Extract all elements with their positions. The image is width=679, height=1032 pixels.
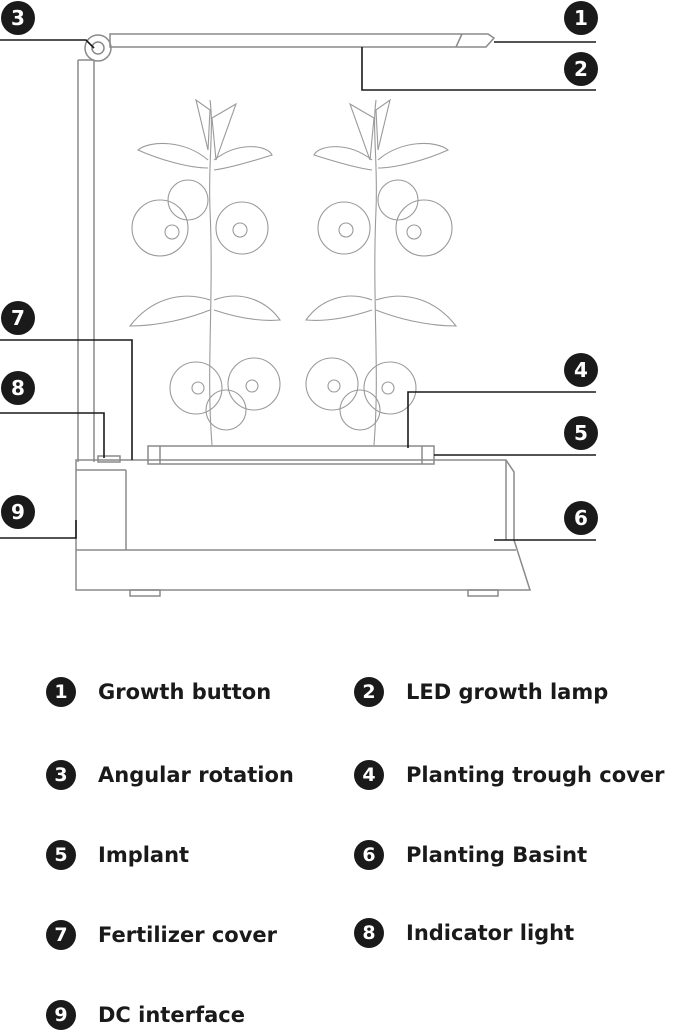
legend-badge: 9 [46, 1000, 76, 1030]
legend-label: Growth button [98, 680, 272, 704]
rotation-joint [84, 34, 112, 62]
legend-label: Implant [98, 843, 190, 867]
leader-2 [361, 47, 596, 91]
legend-badge: 8 [354, 918, 384, 948]
svg-text:6: 6 [574, 506, 588, 530]
legend-item-9: 9 DC interface [46, 998, 245, 1032]
leader-7 [0, 339, 133, 460]
legend-badge: 5 [46, 840, 76, 870]
legend-label: Planting Basint [406, 843, 588, 867]
svg-text:4: 4 [574, 358, 588, 382]
svg-text:8: 8 [11, 376, 25, 400]
legend-item-6: 6 Planting Basint [354, 838, 587, 872]
callout-badge-8: 8 [1, 371, 35, 405]
legend-item-2: 2 LED growth lamp [354, 675, 608, 709]
plant-right [304, 98, 458, 446]
legend-label: LED growth lamp [406, 680, 609, 704]
legend-badge: 2 [354, 677, 384, 707]
legend-label: Fertilizer cover [98, 923, 278, 947]
svg-text:7: 7 [11, 306, 25, 330]
svg-text:2: 2 [574, 57, 588, 81]
legend-label: Angular rotation [98, 763, 294, 787]
legend-badge: 6 [354, 840, 384, 870]
leader-lines [0, 39, 596, 541]
plant-left [128, 98, 282, 446]
legend-item-8: 8 Indicator light [354, 916, 574, 950]
product-diagram: 1 2 3 4 5 6 7 8 9 [0, 1, 598, 597]
legend-badge: 4 [354, 760, 384, 790]
svg-text:5: 5 [574, 421, 588, 445]
legend-label: Indicator light [406, 921, 575, 945]
svg-text:9: 9 [11, 500, 25, 524]
callout-badge-4: 4 [564, 353, 598, 387]
svg-text:1: 1 [574, 6, 588, 30]
callout-badge-5: 5 [564, 416, 598, 450]
legend-item-3: 3 Angular rotation [46, 758, 294, 792]
planter-base [75, 445, 532, 597]
callout-badge-3: 3 [1, 1, 35, 35]
leader-4 [407, 391, 596, 448]
callout-badge-2: 2 [564, 52, 598, 86]
legend-item-4: 4 Planting trough cover [354, 758, 664, 792]
legend-label: DC interface [98, 1003, 245, 1027]
legend-label: Planting trough cover [406, 763, 665, 787]
legend-badge: 1 [46, 677, 76, 707]
callout-badge-1: 1 [564, 1, 598, 35]
legend-item-1: 1 Growth button [46, 675, 271, 709]
callout-badge-9: 9 [1, 495, 35, 529]
legend-item-5: 5 Implant [46, 838, 189, 872]
legend-badge: 7 [46, 920, 76, 950]
legend-badge: 3 [46, 760, 76, 790]
legend-item-7: 7 Fertilizer cover [46, 918, 277, 952]
leader-8 [0, 412, 105, 458]
callout-badge-7: 7 [1, 301, 35, 335]
leader-9 [0, 520, 77, 539]
leader-3 [0, 39, 95, 49]
callout-badge-6: 6 [564, 501, 598, 535]
svg-text:3: 3 [11, 6, 25, 30]
